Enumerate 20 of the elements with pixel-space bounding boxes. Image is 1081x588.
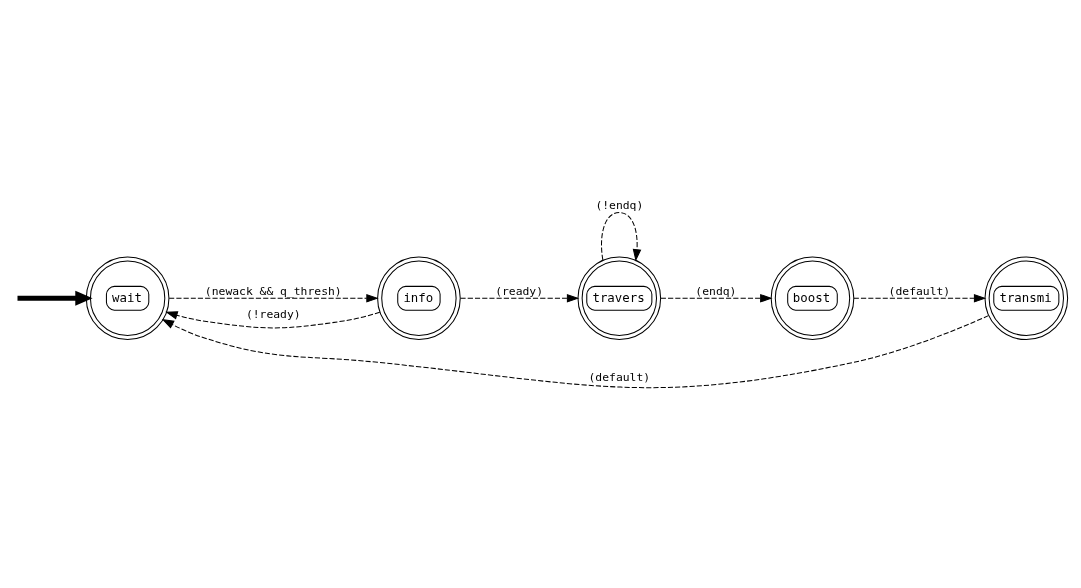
- arrow: [17, 290, 93, 306]
- node-circle: wait: [85, 256, 170, 341]
- edge-label: (!endq): [595, 198, 644, 213]
- arrow: [460, 293, 580, 303]
- arrow: [601, 212, 642, 262]
- arrow: [161, 315, 989, 389]
- node-circle: travers: [577, 256, 662, 341]
- arrow: [165, 311, 381, 329]
- edge-label: (endq): [695, 283, 737, 298]
- edge-label: (!ready): [245, 306, 301, 321]
- node-circle: transmi: [984, 256, 1069, 341]
- edge-label: (ready): [495, 283, 544, 298]
- node-circle: boost: [770, 256, 855, 341]
- arrow: [660, 293, 773, 303]
- edge-label: (default): [888, 283, 951, 298]
- edge-label: (default): [588, 369, 651, 384]
- arrow: [853, 293, 987, 303]
- arrow: [168, 293, 379, 303]
- node-circle: info: [377, 256, 461, 341]
- edge-label: (newack && q_thresh): [204, 283, 342, 298]
